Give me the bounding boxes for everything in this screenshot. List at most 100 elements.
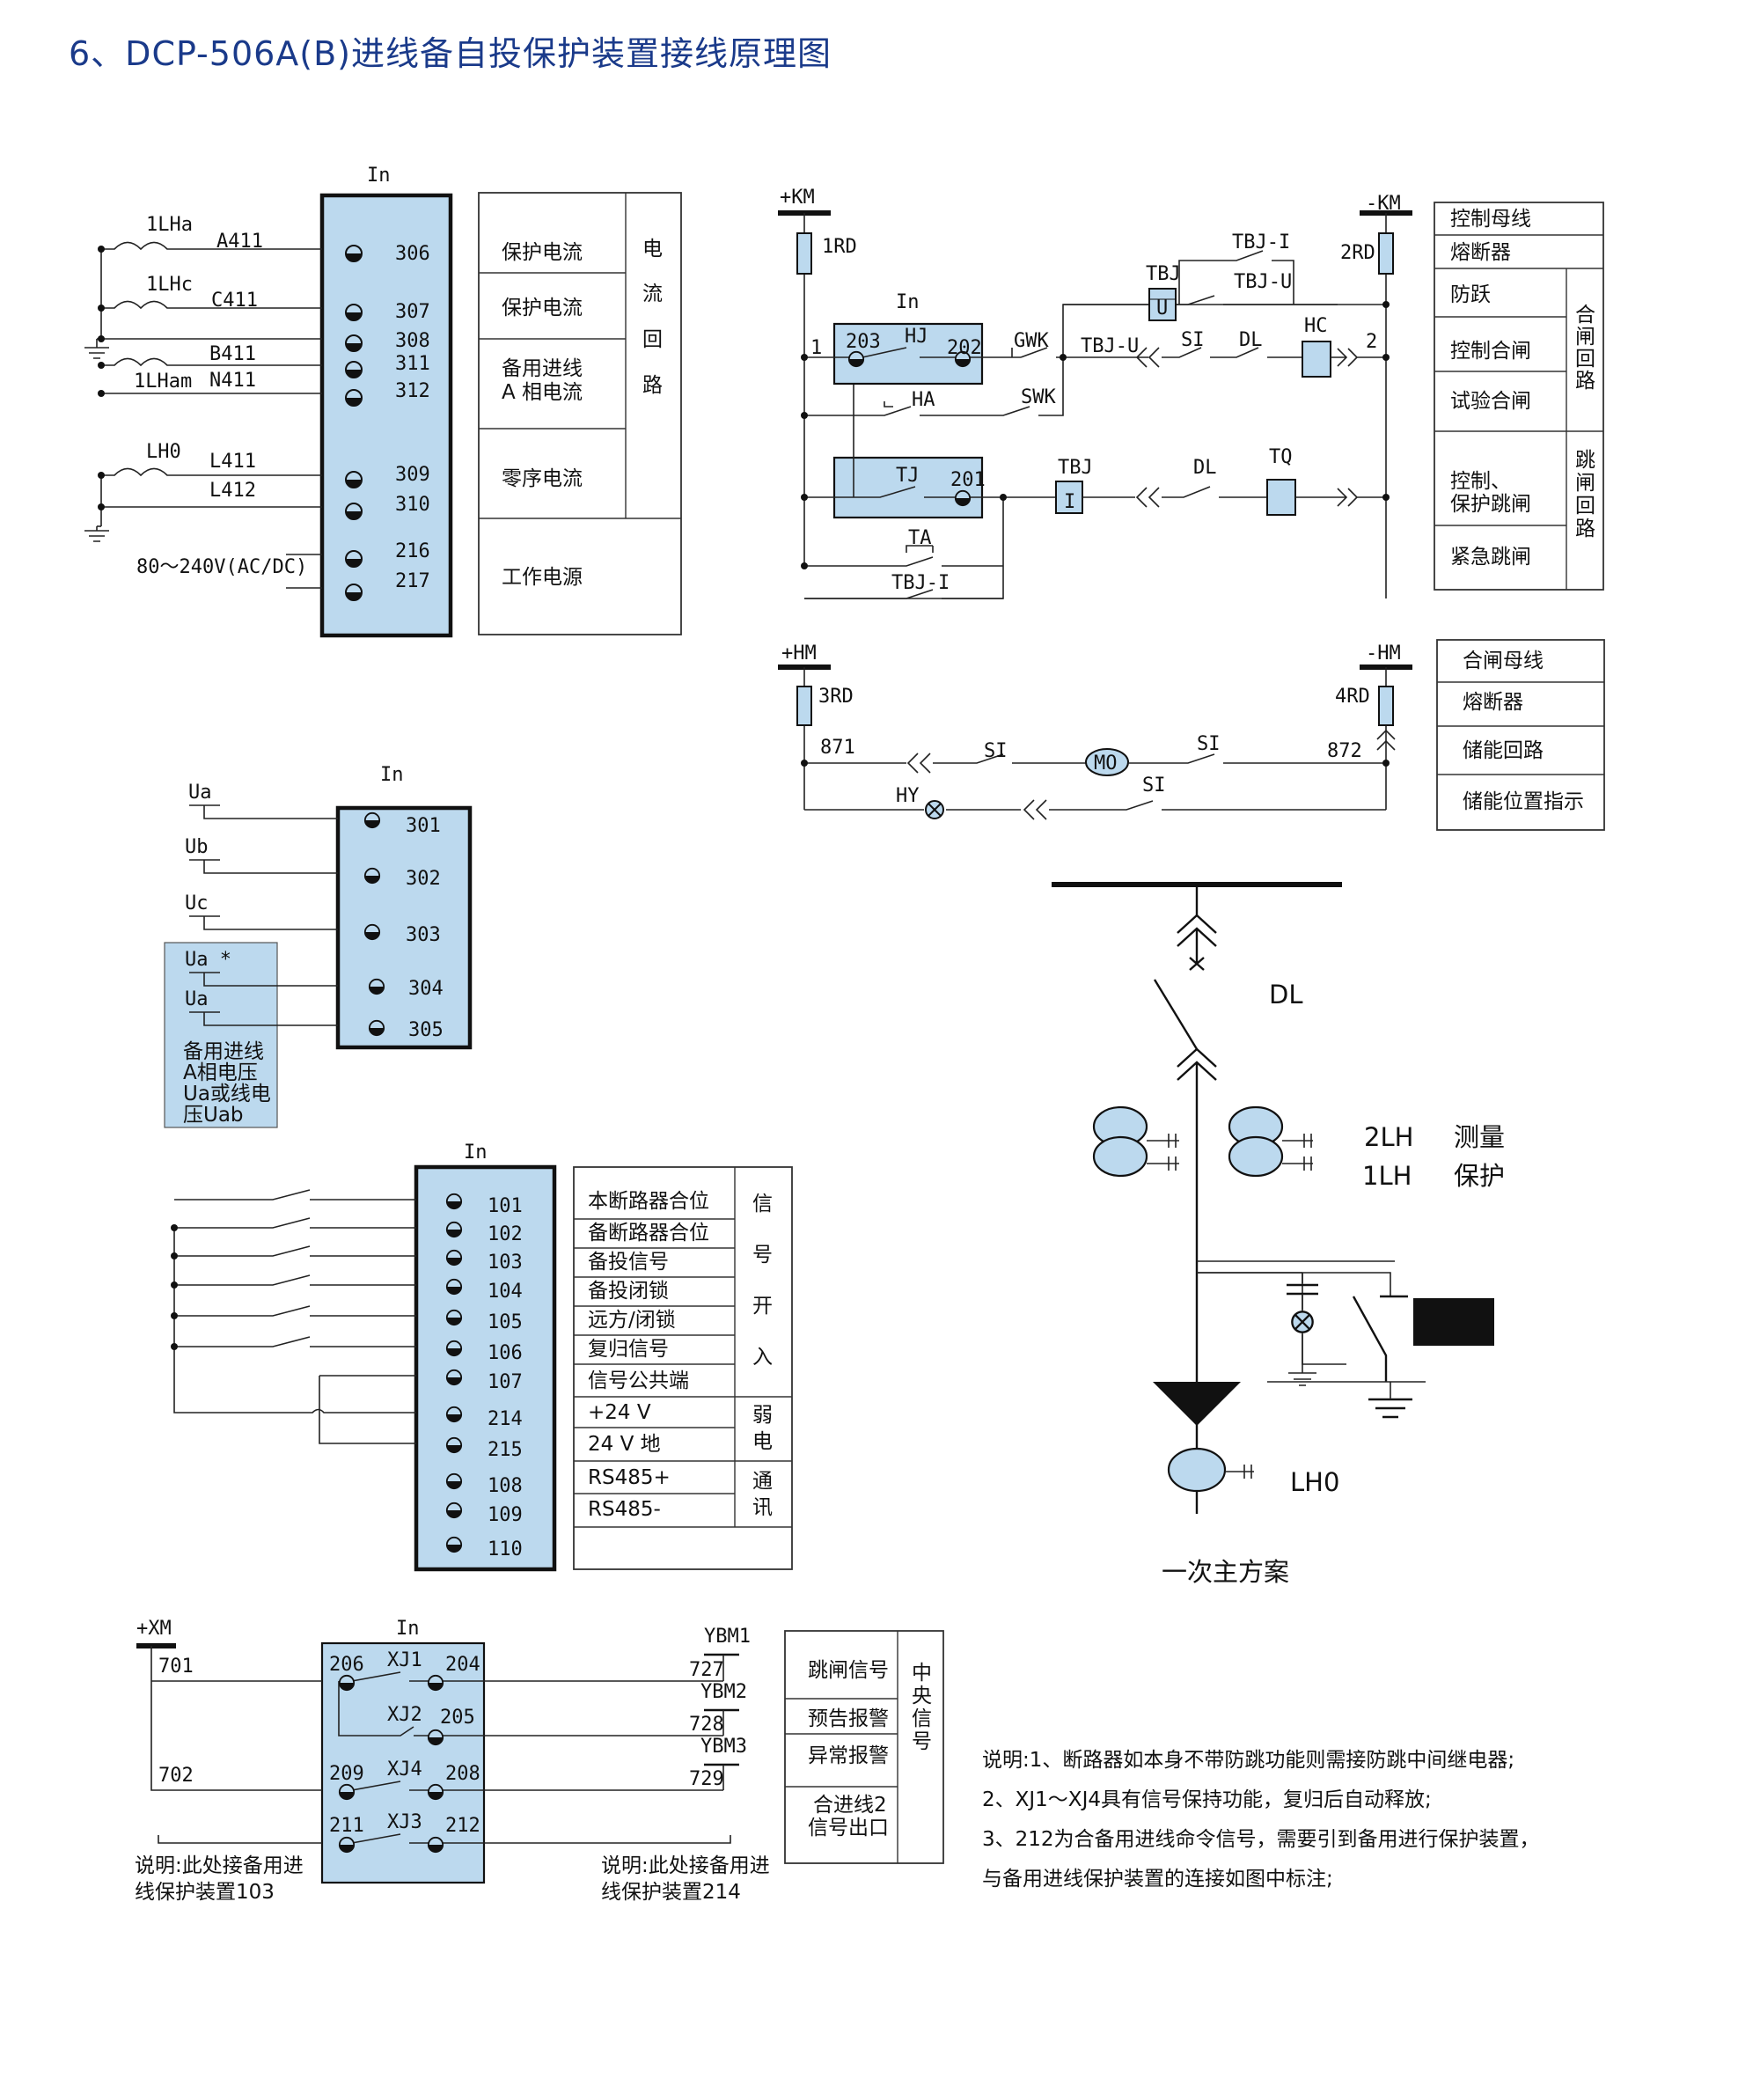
relay-xj1: XJ1	[387, 1649, 422, 1671]
group-char: 中	[912, 1662, 932, 1685]
ct-1lha: 1LHa	[146, 214, 193, 236]
row-control-close: 控制合闸	[1450, 340, 1531, 363]
wire-l411: L411	[209, 451, 256, 473]
note-line: 说明:1、断路器如本身不带防跳功能则需接防跳中间继电器;	[982, 1749, 1514, 1772]
row-storage-loop: 储能回路	[1463, 739, 1544, 762]
output-block: +XM In 701 702 206 204 205 209 208 211 2…	[135, 1618, 944, 1904]
device-label: In	[896, 291, 920, 313]
row-test-close: 试验合闸	[1450, 390, 1531, 413]
relay-tj: TJ	[896, 465, 920, 487]
relay-hj: HJ	[905, 326, 928, 348]
terminal-310-label: 310	[395, 494, 430, 516]
relay-ta: TA	[908, 527, 932, 549]
device-label: In	[380, 764, 404, 786]
relay-xj4: XJ4	[387, 1759, 422, 1781]
row-emergency-trip: 紧急跳闸	[1450, 546, 1531, 569]
row-protect-current-1: 保护电流	[502, 241, 583, 264]
terminal-309-label: 309	[395, 464, 430, 486]
terminal-208	[427, 1783, 444, 1801]
terminal-209-label: 209	[329, 1763, 364, 1785]
standby-note: Ua或线电	[183, 1083, 271, 1105]
relay-dl2: DL	[1193, 457, 1217, 479]
tj-relay-box	[832, 456, 984, 519]
terminal-204	[427, 1674, 444, 1692]
terminal-102-label: 102	[488, 1223, 523, 1245]
terminal-312-label: 312	[395, 380, 430, 402]
terminal-305	[368, 1019, 385, 1037]
terminal-303	[363, 923, 381, 941]
row-close-line2: 合进线2	[813, 1794, 887, 1817]
terminal-103-label: 103	[488, 1252, 523, 1274]
node-2: 2	[1366, 331, 1377, 353]
terminal-104-label: 104	[488, 1281, 523, 1303]
terminal-216-label: 216	[395, 540, 430, 562]
note-line: 3、212为合备用进线命令信号，需要引到备用进行保护装置，	[982, 1828, 1540, 1851]
terminal-104	[445, 1278, 463, 1296]
fuse-1rd	[796, 232, 812, 275]
node-1: 1	[810, 337, 822, 359]
ct-1lham: 1LHam	[134, 371, 192, 393]
row-protect-current-2: 保护电流	[502, 297, 583, 319]
row-24v-plus: +24 V	[588, 1401, 651, 1424]
terminal-215-label: 215	[488, 1439, 523, 1461]
relay-si: SI	[984, 740, 1008, 762]
terminal-205	[427, 1729, 444, 1746]
fuse-4rd	[1378, 686, 1394, 726]
relay-swk: SWK	[1021, 386, 1056, 408]
row-signal-out: 信号出口	[808, 1817, 889, 1839]
group-char: 闸	[1575, 326, 1595, 349]
u-mark: U	[1156, 297, 1168, 319]
group-char: 电	[752, 1430, 773, 1453]
hc-coil	[1302, 341, 1331, 378]
terminal-217-label: 217	[395, 570, 430, 592]
lh0-label: LH0	[1290, 1467, 1339, 1497]
terminal-105	[445, 1309, 463, 1326]
input-ua-2: Ua	[185, 988, 209, 1010]
group-char: 号	[912, 1730, 932, 1753]
relay-xj2: XJ2	[387, 1704, 422, 1726]
terminal-209	[338, 1783, 356, 1801]
terminal-108	[445, 1472, 463, 1490]
row-standby-breaker-closed: 备断路器合位	[588, 1222, 709, 1245]
arrester	[1153, 1382, 1241, 1426]
row-standby-lock: 备投闭锁	[588, 1280, 669, 1303]
terminal-204-label: 204	[445, 1654, 480, 1676]
terminal-201	[954, 489, 972, 507]
device-label: In	[464, 1142, 488, 1164]
indicator-lamp	[1291, 1311, 1314, 1333]
km-minus: -KM	[1366, 193, 1401, 215]
group-char: 弱	[752, 1404, 773, 1427]
xm-label: +XM	[136, 1618, 172, 1640]
row-rs485-plus: RS485+	[588, 1466, 671, 1489]
relay-si: SI	[1181, 329, 1205, 351]
wire-n411: N411	[209, 370, 256, 392]
device-label: In	[367, 165, 391, 187]
standby-voltage-box	[164, 942, 278, 1128]
row-reset-signal: 复归信号	[588, 1338, 669, 1361]
primary-caption: 一次主方案	[1162, 1557, 1289, 1587]
terminal-301	[363, 811, 381, 829]
row-rs485-minus: RS485-	[588, 1498, 661, 1521]
terminal-306-label: 306	[395, 243, 430, 265]
input-ua-star: Ua *	[185, 949, 231, 971]
group-char: 路	[1575, 518, 1595, 540]
input-ub: Ub	[185, 836, 209, 858]
page-title: 6、DCP-506A(B)进线备自投保护装置接线原理图	[69, 34, 832, 73]
node-727: 727	[689, 1659, 724, 1681]
ct-1lhc: 1LHc	[146, 274, 193, 296]
group-char: 信	[752, 1193, 773, 1215]
earth-switch-box	[1413, 1298, 1494, 1346]
terminal-105-label: 105	[488, 1311, 523, 1333]
note-line: 2、XJ1～XJ4具有信号保持功能，复归后自动释放;	[982, 1788, 1432, 1811]
group-char: 开	[752, 1295, 773, 1318]
group-char: 通	[752, 1470, 773, 1493]
relay-dl: DL	[1239, 329, 1263, 351]
terminal-306	[345, 245, 363, 262]
terminal-312	[345, 389, 363, 407]
group-char: 闸	[1575, 472, 1595, 495]
ct-1lh	[1228, 1105, 1313, 1178]
signal-table: 本断路器合位 备断路器合位 备投信号 备投闭锁 远方/闭锁 复归信号 信号公共端…	[573, 1166, 793, 1570]
group-char: 信	[912, 1707, 932, 1730]
terminal-212-label: 212	[445, 1815, 480, 1837]
